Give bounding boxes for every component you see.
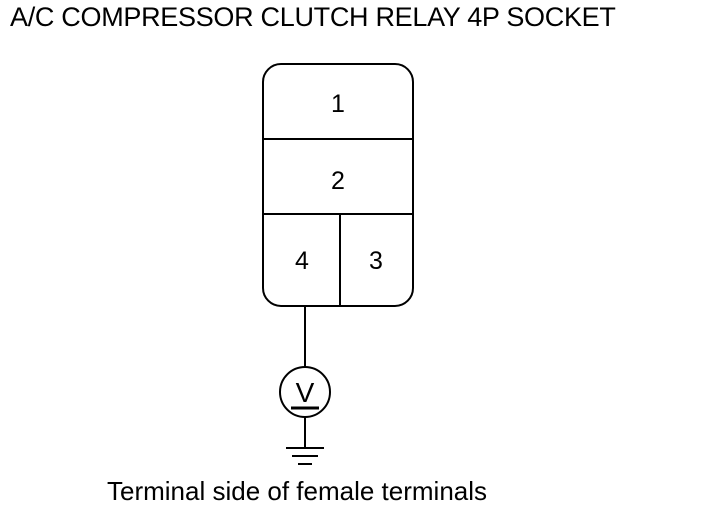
diagram-title: A/C COMPRESSOR CLUTCH RELAY 4P SOCKET [10, 2, 616, 32]
terminal-4-label: 4 [295, 247, 309, 275]
ground-icon [286, 447, 324, 465]
terminal-2-label: 2 [331, 167, 345, 195]
connector-outline [262, 63, 414, 307]
terminal-1-label: 1 [331, 90, 345, 118]
diagram-caption: Terminal side of female terminals [107, 476, 488, 506]
voltmeter-letter: V [296, 377, 315, 408]
terminal-3-label: 3 [369, 247, 383, 275]
voltmeter-icon: V [279, 366, 331, 418]
